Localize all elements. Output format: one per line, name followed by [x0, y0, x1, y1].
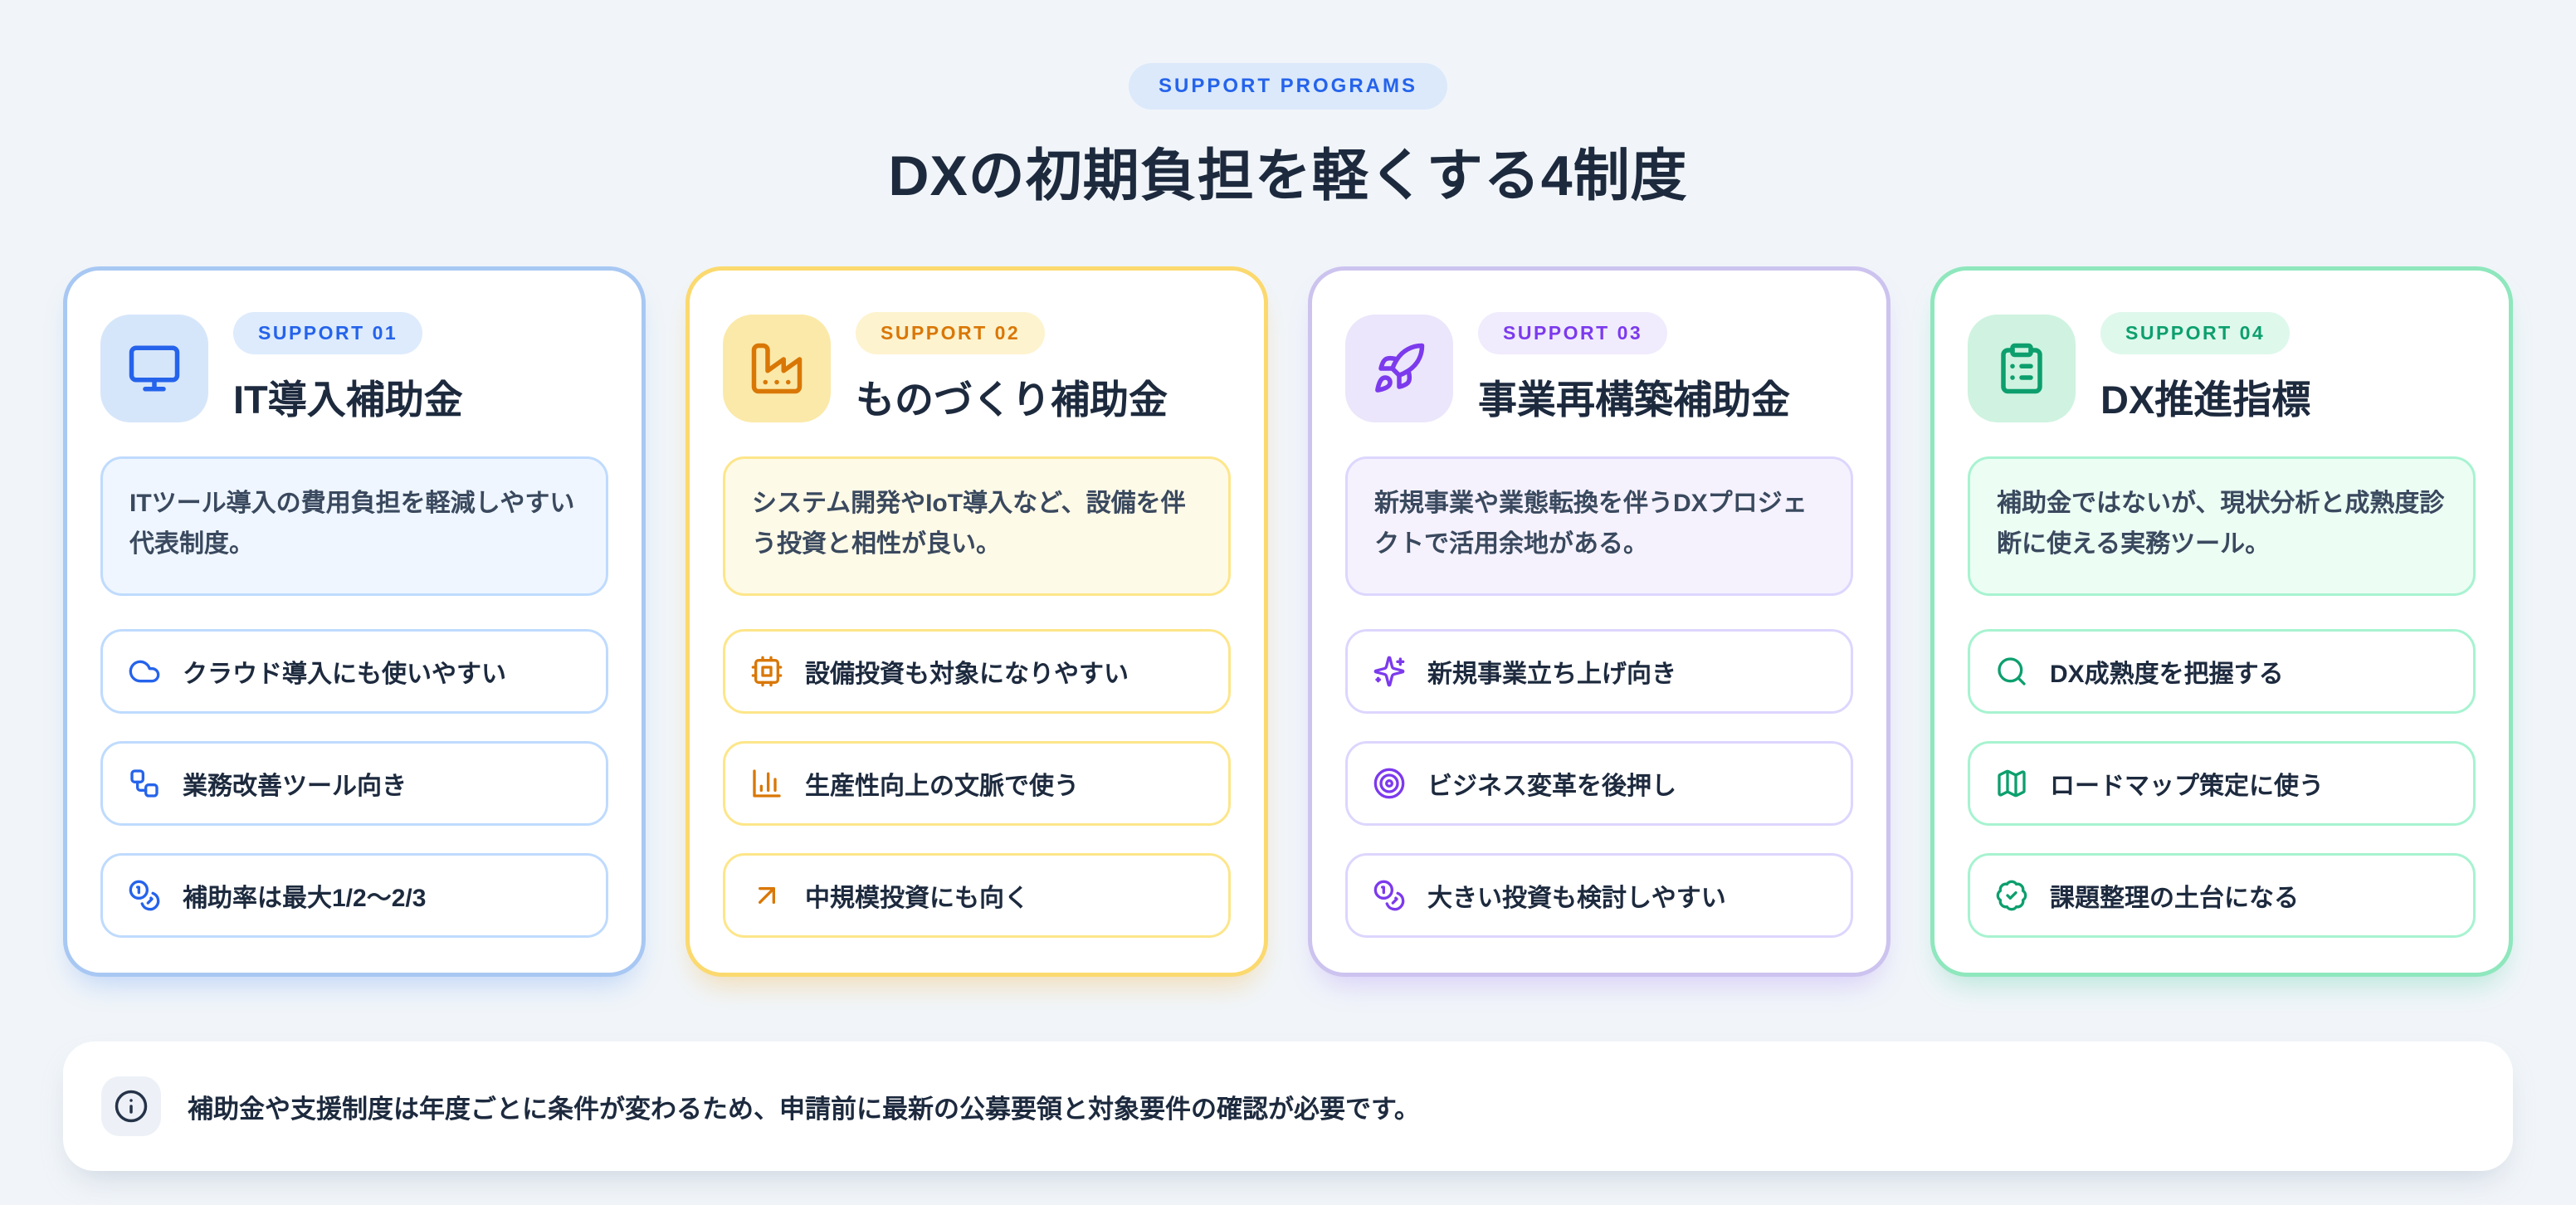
card-title: DX推進指標 — [2100, 378, 2311, 422]
card-header-text: SUPPORT 02 ものづくり補助金 — [856, 312, 1168, 425]
monitor-icon — [100, 315, 208, 422]
workflow-icon — [128, 767, 161, 800]
card-description: 新規事業や業態転換を伴うDXプロジェクトで活用余地がある。 — [1345, 456, 1853, 596]
bar-chart-icon — [750, 767, 783, 800]
section-eyebrow-badge: SUPPORT PROGRAMS — [1128, 63, 1448, 110]
clipboard-list-icon — [1968, 315, 2076, 422]
feature-list: DX成熟度を把握する ロードマップ策定に使う 課題整理の土台になる — [1968, 629, 2476, 938]
page-title: DXの初期負担を軽くする4制度 — [888, 144, 1688, 207]
feature-item: 補助率は最大1/2〜2/3 — [100, 853, 608, 938]
feature-label: 課題整理の土台になる — [2050, 885, 2299, 912]
card-title: 事業再構築補助金 — [1478, 378, 1790, 422]
target-icon — [1373, 767, 1406, 800]
disclaimer-bar: 補助金や支援制度は年度ごとに条件が変わるため、申請前に最新の公募要領と対象要件の… — [63, 1042, 2513, 1171]
support-cards-row: SUPPORT 01 IT導入補助金 ITツール導入の費用負担を軽減しやすい代表… — [63, 266, 2513, 977]
feature-item: 新規事業立ち上げ向き — [1345, 629, 1853, 714]
coins-icon — [128, 879, 161, 912]
feature-list: クラウド導入にも使いやすい 業務改善ツール向き 補助率は最大1/2〜2/3 — [100, 629, 608, 938]
rocket-icon — [1345, 315, 1453, 422]
coins-icon — [1373, 879, 1406, 912]
factory-icon — [723, 315, 831, 422]
cloud-icon — [128, 655, 161, 688]
card-header: SUPPORT 03 事業再構築補助金 — [1345, 312, 1853, 425]
card-dx-promotion-index: SUPPORT 04 DX推進指標 補助金ではないが、現状分析と成熟度診断に使え… — [1930, 266, 2513, 977]
arrow-up-right-icon — [750, 879, 783, 912]
card-header-text: SUPPORT 01 IT導入補助金 — [233, 312, 463, 425]
feature-label: DX成熟度を把握する — [2050, 661, 2284, 688]
support-number-badge: SUPPORT 04 — [2100, 312, 2291, 354]
card-description: ITツール導入の費用負担を軽減しやすい代表制度。 — [100, 456, 608, 596]
card-restructuring-subsidy: SUPPORT 03 事業再構築補助金 新規事業や業態転換を伴うDXプロジェクト… — [1308, 266, 1891, 977]
card-it-subsidy: SUPPORT 01 IT導入補助金 ITツール導入の費用負担を軽減しやすい代表… — [63, 266, 646, 977]
card-description: システム開発やIoT導入など、設備を伴う投資と相性が良い。 — [723, 456, 1231, 596]
feature-item: 設備投資も対象になりやすい — [723, 629, 1231, 714]
card-title: IT導入補助金 — [233, 378, 463, 422]
card-description: 補助金ではないが、現状分析と成熟度診断に使える実務ツール。 — [1968, 456, 2476, 596]
feature-item: DX成熟度を把握する — [1968, 629, 2476, 714]
feature-label: ビジネス変革を後押し — [1427, 773, 1676, 800]
feature-label: 新規事業立ち上げ向き — [1427, 661, 1676, 688]
card-header: SUPPORT 02 ものづくり補助金 — [723, 312, 1231, 425]
cpu-icon — [750, 655, 783, 688]
feature-item: 大きい投資も検討しやすい — [1345, 853, 1853, 938]
feature-list: 設備投資も対象になりやすい 生産性向上の文脈で使う 中規模投資にも向く — [723, 629, 1231, 938]
info-icon — [101, 1076, 161, 1136]
feature-label: 業務改善ツール向き — [183, 773, 407, 800]
card-header-text: SUPPORT 04 DX推進指標 — [2100, 312, 2310, 425]
feature-item: 業務改善ツール向き — [100, 741, 608, 826]
map-icon — [1995, 767, 2028, 800]
feature-item: 生産性向上の文脈で使う — [723, 741, 1231, 826]
feature-item: クラウド導入にも使いやすい — [100, 629, 608, 714]
feature-label: 補助率は最大1/2〜2/3 — [183, 885, 427, 912]
support-number-badge: SUPPORT 02 — [856, 312, 1046, 354]
feature-label: 生産性向上の文脈で使う — [805, 773, 1079, 800]
feature-list: 新規事業立ち上げ向き ビジネス変革を後押し 大きい投資も検討しやすい — [1345, 629, 1853, 938]
feature-label: 中規模投資にも向く — [805, 885, 1029, 912]
badge-check-icon — [1995, 879, 2028, 912]
feature-item: 中規模投資にも向く — [723, 853, 1231, 938]
feature-label: 設備投資も対象になりやすい — [805, 661, 1129, 688]
card-header: SUPPORT 01 IT導入補助金 — [100, 312, 608, 425]
feature-item: 課題整理の土台になる — [1968, 853, 2476, 938]
feature-item: ビジネス変革を後押し — [1345, 741, 1853, 826]
feature-item: ロードマップ策定に使う — [1968, 741, 2476, 826]
feature-label: ロードマップ策定に使う — [2050, 773, 2324, 800]
card-monozukuri-subsidy: SUPPORT 02 ものづくり補助金 システム開発やIoT導入など、設備を伴う… — [685, 266, 1268, 977]
feature-label: クラウド導入にも使いやすい — [183, 661, 506, 688]
card-title: ものづくり補助金 — [856, 378, 1168, 422]
support-number-badge: SUPPORT 01 — [233, 312, 423, 354]
support-number-badge: SUPPORT 03 — [1478, 312, 1668, 354]
disclaimer-text: 補助金や支援制度は年度ごとに条件が変わるため、申請前に最新の公募要領と対象要件の… — [188, 1094, 1420, 1124]
feature-label: 大きい投資も検討しやすい — [1427, 885, 1726, 912]
sparkles-icon — [1373, 655, 1406, 688]
card-header-text: SUPPORT 03 事業再構築補助金 — [1478, 312, 1790, 425]
section-header: SUPPORT PROGRAMS DXの初期負担を軽くする4制度 — [0, 0, 2576, 212]
card-header: SUPPORT 04 DX推進指標 — [1968, 312, 2476, 425]
search-icon — [1995, 655, 2028, 688]
